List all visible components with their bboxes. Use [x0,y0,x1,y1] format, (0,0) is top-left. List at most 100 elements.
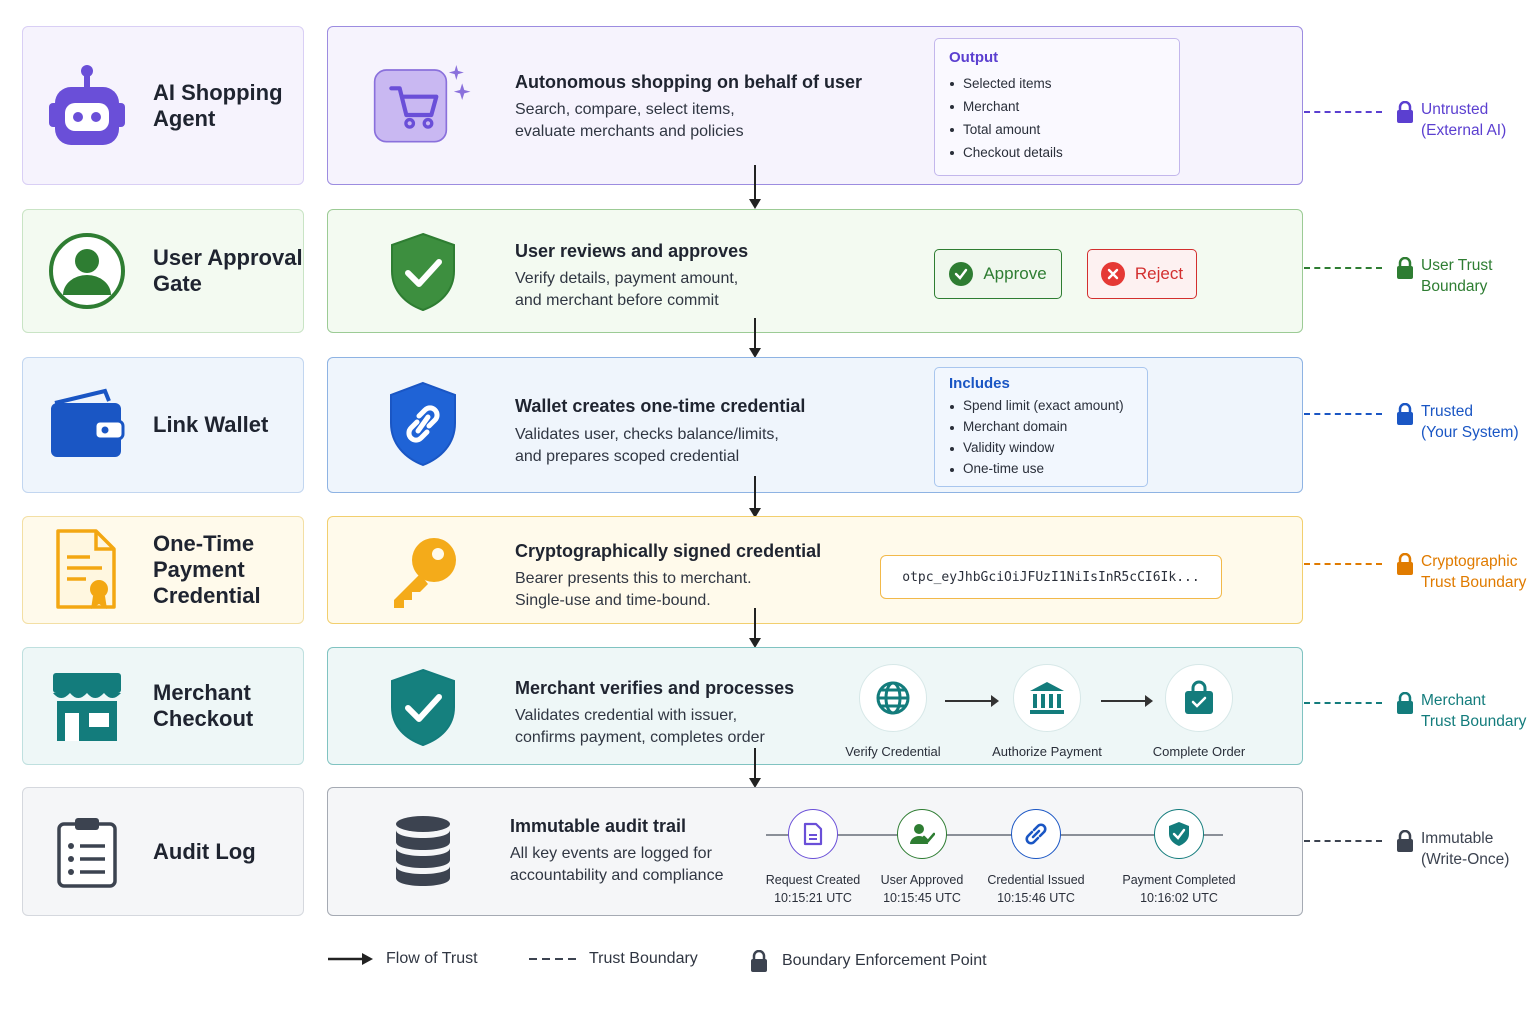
boundary-label: Trusted (Your System) [1421,403,1519,441]
storefront-icon [45,664,129,748]
lock-icon [1397,553,1413,575]
row-audit-card: Audit Log [22,787,304,916]
wallet-icon [45,383,129,467]
row-label: AI Shopping Agent [153,79,283,131]
row-merchant-main: Merchant verifies and processes Validate… [327,647,1303,765]
includes-item: Merchant domain [950,416,1133,437]
step-label: Authorize Payment [992,744,1102,759]
row-label: One-Time Payment Credential [153,531,261,608]
lock-icon [1397,257,1413,279]
row-wallet-main: Wallet creates one-time credential Valid… [327,357,1303,493]
step-label: Complete Order [1152,744,1246,759]
row-title: Cryptographically signed credential [515,541,822,561]
legend-flow: Flow of Trust [328,950,478,968]
close-icon [1100,262,1125,286]
row-label: Link Wallet [153,412,269,437]
output-box: Output Selected items Merchant Total amo… [934,38,1180,176]
flow-arrow [749,165,761,209]
step-verify-credential: Verify Credential [818,664,968,759]
shield-link-icon [373,374,473,474]
row-merchant-card: Merchant Checkout [22,647,304,765]
clipboard-icon [45,810,129,894]
row-approval-main: User reviews and approves Verify details… [327,209,1303,333]
approve-label: Approve [983,264,1047,283]
step-complete-order: Complete Order [1124,664,1274,759]
row-title: Merchant verifies and processes [515,678,795,698]
shield-check-icon [373,222,473,322]
link-icon [1011,809,1061,859]
certificate-icon [45,528,129,612]
includes-title: Includes [949,375,1010,392]
event-request-created: Request Created 10:15:21 UTC [743,809,883,907]
event-label: Request Created [765,873,861,887]
lock-icon [751,950,767,972]
includes-item: Spend limit (exact amount) [950,395,1133,416]
event-time: 10:15:21 UTC [774,891,852,905]
row-description: Search, compare, select items, evaluate … [515,101,744,140]
shield-check-icon [373,657,473,757]
shield-check-icon [1154,809,1204,859]
row-description: Validates user, checks balance/limits, a… [515,426,779,465]
row-title: Immutable audit trail [510,816,687,836]
boundary-label: Merchant Trust Boundary [1421,692,1527,730]
lock-icon [1397,403,1413,425]
event-payment-completed: Payment Completed 10:16:02 UTC [1109,809,1249,907]
row-label: Merchant Checkout [153,680,254,731]
user-icon [45,229,129,313]
lock-icon [1397,101,1413,123]
output-item: Checkout details [950,141,1165,164]
lock-icon [1397,830,1413,852]
timeline-line [766,834,1223,836]
row-title: Autonomous shopping on behalf of user [515,72,862,92]
row-description: Bearer presents this to merchant. Single… [515,570,752,609]
row-title: User reviews and approves [515,241,749,261]
shopping-bag-icon [1165,664,1233,732]
output-title: Output [949,49,999,66]
event-label: Payment Completed [1122,873,1236,887]
output-item: Merchant [950,95,1165,118]
lock-icon [1397,692,1413,714]
flow-arrow [749,476,761,518]
credential-token[interactable]: otpc_eyJhbGciOiJFUzI1NiIsInR5cCI6Ik... [880,555,1222,599]
approve-button[interactable]: Approve [934,249,1062,299]
event-time: 10:16:02 UTC [1140,891,1218,905]
boundary-label: Untrusted (External AI) [1421,101,1507,139]
reject-label: Reject [1134,264,1184,283]
boundary-label: User Trust Boundary [1421,257,1493,295]
row-approval-card: User Approval Gate [22,209,304,333]
user-check-icon [897,809,947,859]
key-icon [373,521,473,621]
reject-button[interactable]: Reject [1087,249,1197,299]
check-icon [949,262,974,286]
row-credential-main: Cryptographically signed credential Bear… [327,516,1303,624]
output-item: Selected items [950,72,1165,95]
legend-label: Trust Boundary [589,950,698,967]
legend-label: Boundary Enforcement Point [782,952,987,969]
event-time: 10:15:46 UTC [997,891,1075,905]
step-arrow [945,695,999,707]
database-icon [373,802,473,902]
row-title: Wallet creates one-time credential [515,396,806,416]
row-audit-main: Immutable audit trail All key events are… [327,787,1303,916]
includes-box: Includes Spend limit (exact amount) Merc… [934,367,1148,487]
legend-enforcement: Boundary Enforcement Point [750,950,987,972]
row-label: User Approval Gate [153,245,303,296]
bank-icon [1013,664,1081,732]
globe-icon [859,664,927,732]
boundary-label: Cryptographic Trust Boundary [1421,553,1527,591]
output-item: Total amount [950,118,1165,141]
flow-arrow [749,318,761,358]
legend-label: Flow of Trust [386,950,478,967]
row-description: Verify details, payment amount, and merc… [515,270,739,309]
flow-arrow [749,748,761,788]
step-label: Verify Credential [845,744,941,759]
row-description: All key events are logged for accountabi… [510,845,724,884]
event-label: User Approved [880,873,964,887]
row-wallet-card: Link Wallet [22,357,304,493]
includes-item: One-time use [950,458,1133,479]
row-description: Validates credential with issuer, confir… [515,707,765,746]
row-ai-agent-card: AI Shopping Agent [22,26,304,185]
row-ai-agent-main: Autonomous shopping on behalf of user Se… [327,26,1303,185]
